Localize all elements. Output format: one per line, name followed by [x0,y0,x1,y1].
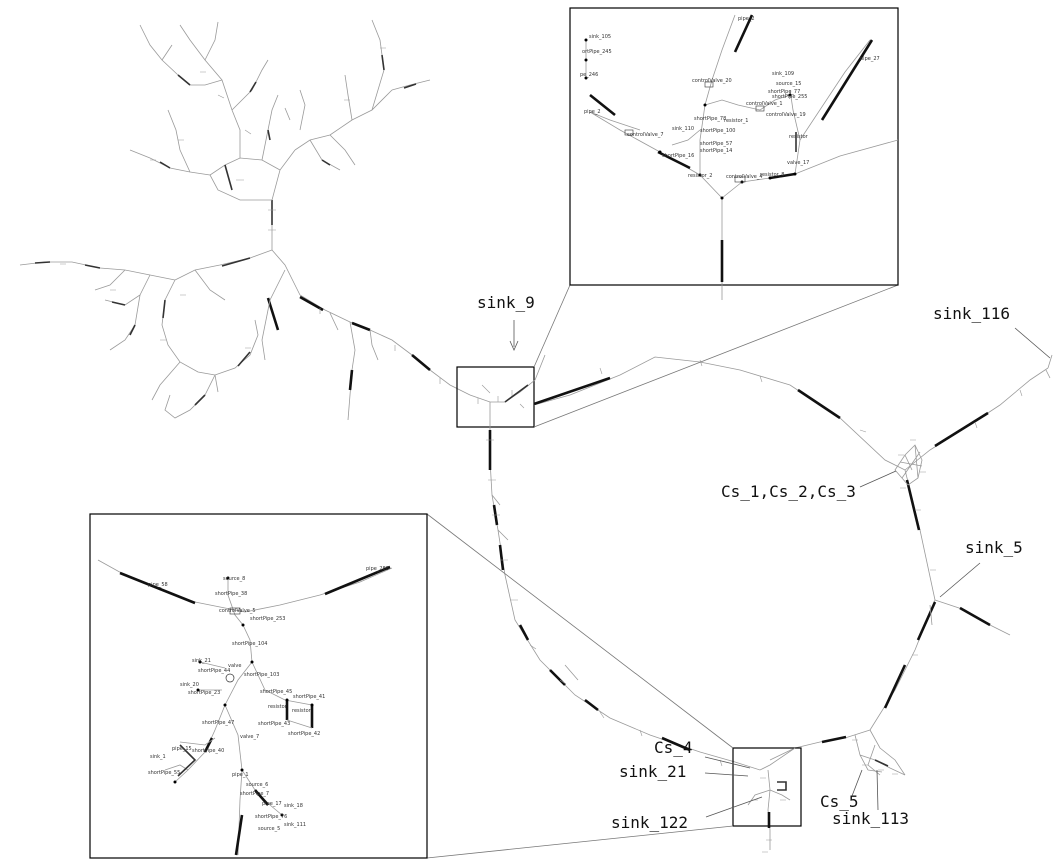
inset-bottom: pipe_58 source_8 shortPipe_38 pipe_288 c… [89,513,428,859]
component-label: shortPipe_57 [700,141,732,147]
leader-sink-21 [704,772,749,777]
component-label: shortPipe_44 [198,668,230,674]
leader-sink-113 [876,769,879,811]
component-label: shortPipe_100 [700,128,735,134]
component-label: sink_21 [192,658,211,664]
component-label: controlValve_1 [746,101,783,107]
component-label: shortPipe_42 [288,731,320,737]
component-label: pe_246 [580,72,598,78]
component-label: resistor [292,708,312,714]
component-label: shortPipe_104 [232,641,267,647]
callout-sink-21: sink_21 [619,762,686,781]
component-label: shortPipe_55 [148,770,180,776]
component-label: shortPipe_47 [202,720,234,726]
component-label: shortPipe_16 [662,153,694,159]
callout-cs-5: Cs_5 [820,792,859,811]
zoom-connector-bottom-left [426,513,734,749]
component-label: shortPipe_255 [772,94,807,100]
callout-sink-9: sink_9 [477,293,535,312]
component-label: sink_109 [772,71,794,77]
cluster-cs-5-sink-113 [852,734,906,776]
zoom-box-sink-9 [456,366,535,428]
inset-top-network [584,14,899,300]
component-label: sink_105 [589,34,611,40]
component-label: pipe_2 [584,109,601,115]
leader-cs-1-2-3 [859,470,897,488]
component-label: controlValve_7 [627,132,664,138]
component-label: valve_17 [787,160,809,166]
component-label: shortPipe_23 [188,690,220,696]
callouts: sink_9 sink_116 Cs_1,Cs_2,Cs_3 sink_5 Cs… [477,293,1051,832]
component-label: shortPipe_43 [258,721,290,727]
component-label: sink_20 [180,682,199,688]
zoom-connector-bottom-right [426,825,734,859]
component-label: source_5 [258,826,280,832]
zoom-connector-top-right [533,284,899,428]
component-label: controlValve_20 [692,78,732,84]
inset-top: pipe_2 sink_105 ortPipe_245 pe_246 contr… [569,7,899,300]
callout-sink-116: sink_116 [933,304,1010,323]
component-label: resistor [789,134,809,140]
component-label: pipe_1 [232,772,249,778]
component-label: pipe_2 [738,16,755,22]
component-label: shortPipe_45 [260,689,292,695]
component-label: shortPipe_41 [293,694,325,700]
leader-sink-116 [1014,327,1051,359]
component-label: shortPipe_78 [694,116,726,122]
component-label: pipe_288 [366,566,389,572]
component-label: sink_110 [672,126,694,132]
zoom-connector-top-left [533,284,571,368]
sink-21-cluster [734,747,796,853]
component-label: shortPipe_14 [700,148,732,154]
leader-cs-5 [851,769,863,797]
inset-bottom-labels: pipe_58 source_8 shortPipe_38 pipe_288 c… [148,566,389,832]
leader-sink-122 [705,796,763,818]
callout-sink-122: sink_122 [611,813,688,832]
callout-cs-4: Cs_4 [654,738,693,757]
callout-sink-5: sink_5 [965,538,1023,557]
component-label: pipe_15 [172,746,192,752]
component-label: shortPipe_40 [192,748,224,754]
component-label: sink_18 [284,803,303,809]
component-label: shortPipe_77 [768,89,800,95]
component-label: source_15 [776,81,801,87]
component-label: valve_7 [240,734,259,740]
component-label: shortPipe_103 [244,672,279,678]
component-label: shortPipe_38 [215,591,247,597]
leader-cs-4 [704,756,751,769]
component-label: shortPipe_253 [250,616,285,622]
component-label: resistor_2 [688,173,712,179]
component-label: sink_111 [284,822,306,828]
component-label: resistor_8 [760,172,784,178]
component-label: ortPipe_245 [582,49,612,55]
main-ring [486,354,1053,776]
component-label: controlValve_4 [726,174,763,180]
component-label: sink_1 [150,754,166,760]
inset-bottom-network [97,559,393,856]
component-label: source_8 [223,576,245,582]
leader-sink-5 [939,562,981,598]
component-label: valve [228,663,241,669]
component-label: pipe_17 [262,801,282,807]
sink-9-cluster [469,354,546,425]
component-label: shortPipe_76 [255,814,287,820]
component-label: controlValve_5 [219,608,256,614]
component-label: source_6 [246,782,268,788]
inset-top-labels: pipe_2 sink_105 ortPipe_245 pe_246 contr… [580,16,880,180]
zoom-box-sink-21 [732,747,802,827]
callout-sink-113: sink_113 [832,809,909,828]
component-label: shortPipe_7 [240,791,269,797]
compressor-cluster-cs-1-3 [894,439,926,489]
component-label: resistor [268,704,288,710]
tree-network-northwest [19,19,471,421]
component-label: pipe_27 [860,56,880,62]
callout-cs-1-2-3: Cs_1,Cs_2,Cs_3 [721,482,856,501]
component-label: controlValve_19 [766,112,806,118]
component-label: resistor_1 [724,118,748,124]
component-label: pipe_58 [148,582,168,588]
